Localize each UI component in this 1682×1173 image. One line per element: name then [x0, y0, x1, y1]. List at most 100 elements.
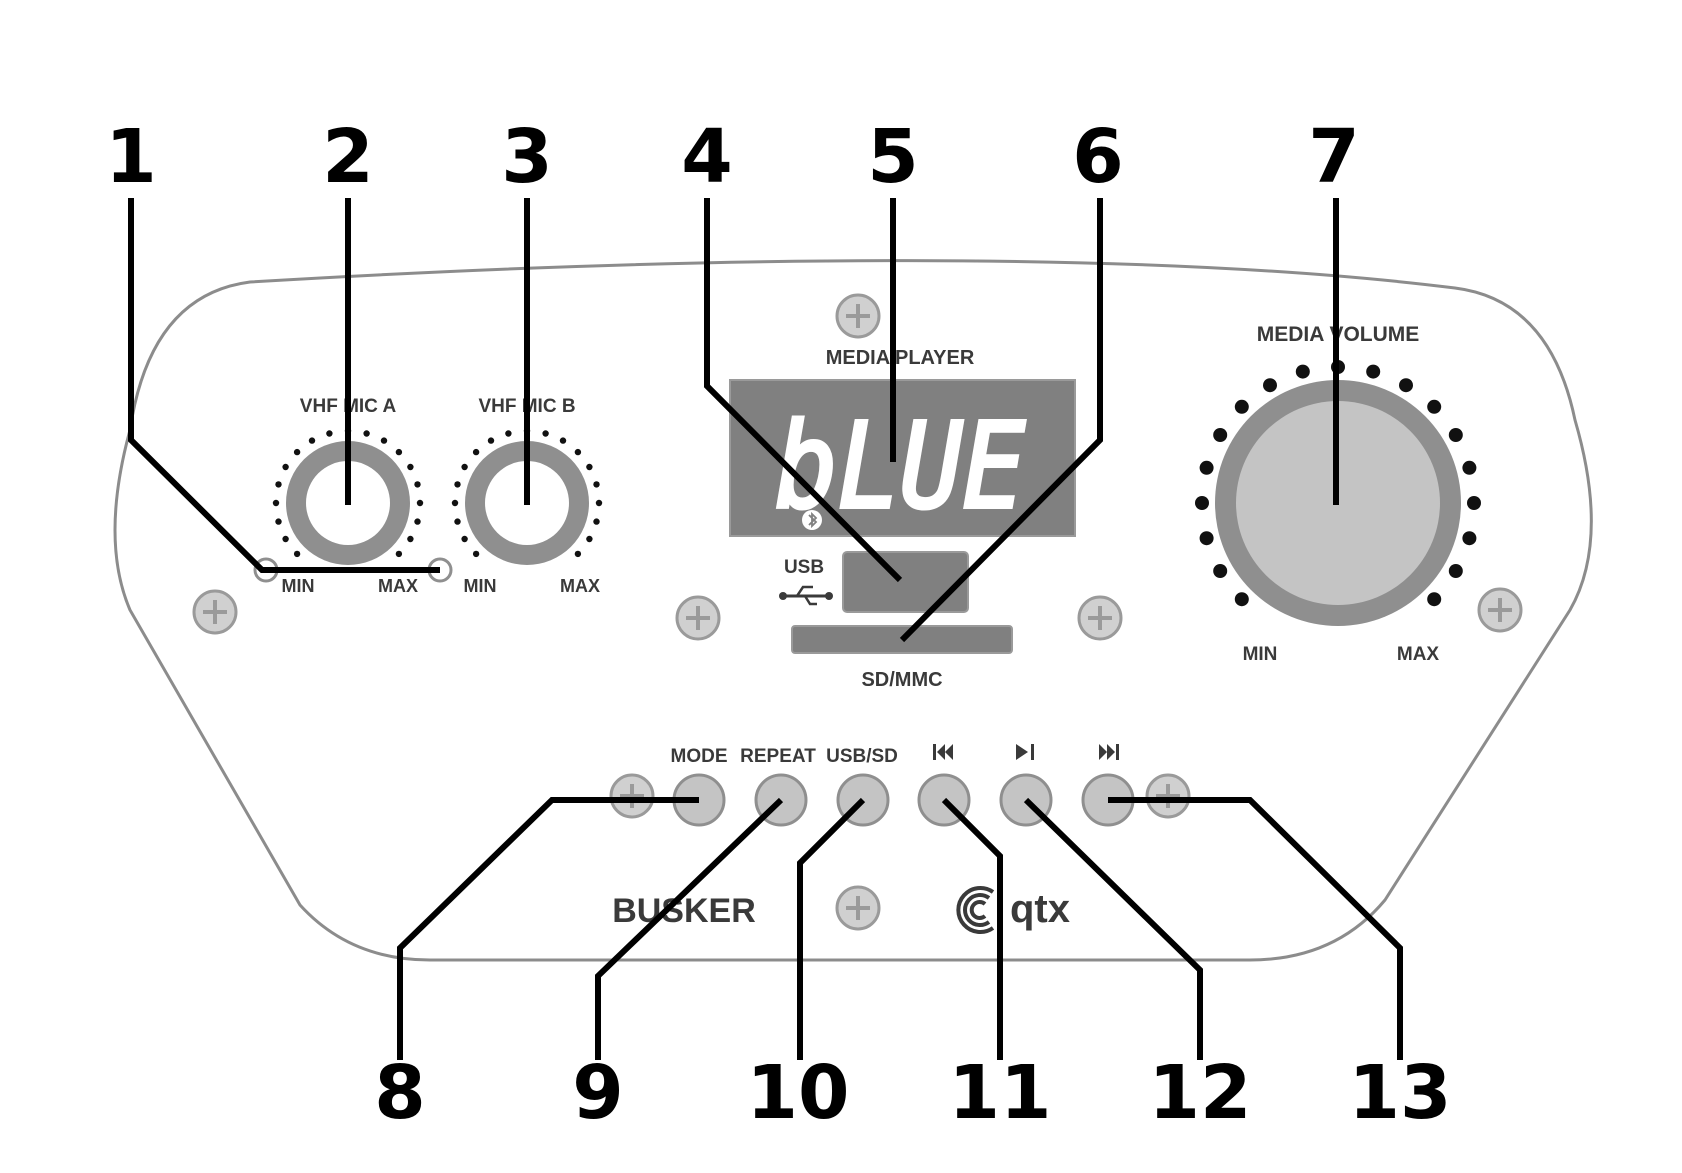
- scale-dot: [451, 499, 459, 507]
- callout-2: 2: [322, 114, 374, 200]
- scale-dot: [395, 550, 403, 558]
- usb-sd-label: USB/SD: [826, 746, 898, 767]
- mic-b-max-label: MAX: [560, 576, 600, 596]
- screw-buttons-right: [1145, 773, 1191, 819]
- scale-dot: [282, 463, 289, 471]
- leader-9: [595, 797, 784, 1060]
- callout-lines: [128, 198, 1403, 1060]
- scale-dot: [293, 448, 301, 456]
- scale-dot: [461, 463, 468, 471]
- callout-7: 7: [1308, 114, 1360, 200]
- callout-11: 11: [949, 1050, 1052, 1136]
- callout-1: 1: [105, 114, 157, 200]
- screw-top-center: [835, 293, 881, 339]
- scale-dot: [454, 481, 461, 488]
- screw-bottom-center: [835, 885, 881, 931]
- scale-dot: [1427, 399, 1442, 414]
- mic-b-min-label: MIN: [464, 576, 497, 596]
- leader-12: [1023, 797, 1203, 1060]
- scale-dot: [1427, 592, 1442, 607]
- scale-dot: [1467, 496, 1481, 510]
- skip-next-icon: [1099, 744, 1119, 760]
- scale-dot: [275, 481, 282, 488]
- scale-dot: [1295, 364, 1310, 379]
- usb-label: USB: [784, 557, 824, 578]
- usb-symbol-icon: [779, 585, 833, 606]
- scale-dot: [380, 437, 388, 444]
- leader-6: [899, 198, 1103, 643]
- media-volume-max-label: MAX: [1397, 644, 1440, 665]
- panel-outline: [113, 259, 1593, 962]
- callout-3: 3: [501, 114, 553, 200]
- scale-dot: [1199, 531, 1214, 546]
- callout-13: 13: [1349, 1050, 1452, 1136]
- scale-dot: [454, 518, 461, 525]
- mic-a-min-label: MIN: [282, 576, 315, 596]
- scale-dot: [363, 430, 370, 437]
- scale-dot: [593, 481, 600, 488]
- scale-dot: [407, 535, 414, 543]
- scale-dot: [1199, 460, 1214, 475]
- scale-dot: [472, 550, 480, 558]
- skip-previous-icon: [933, 744, 953, 760]
- leader-1: [128, 198, 440, 573]
- scale-dot: [1448, 564, 1463, 578]
- scale-dot: [326, 430, 333, 437]
- callout-5: 5: [867, 114, 919, 200]
- scale-dot: [1263, 378, 1277, 393]
- callout-4: 4: [681, 114, 733, 200]
- callout-9: 9: [572, 1050, 624, 1136]
- usb-port[interactable]: [842, 551, 969, 613]
- scale-dot: [461, 535, 468, 543]
- play-pause-icon: [1016, 744, 1034, 760]
- scale-dot: [407, 463, 414, 471]
- callout-12: 12: [1149, 1050, 1252, 1136]
- mic-a-max-label: MAX: [378, 576, 418, 596]
- scale-dot: [1213, 564, 1228, 578]
- leader-10: [797, 797, 866, 1060]
- media-volume-min-label: MIN: [1243, 644, 1278, 665]
- scale-dot: [1234, 592, 1249, 607]
- media-volume-scale-dots: [1195, 360, 1481, 607]
- scale-dot: [472, 448, 480, 456]
- scale-dot: [272, 499, 280, 507]
- callout-8: 8: [374, 1050, 426, 1136]
- scale-dot: [1399, 378, 1413, 393]
- callout-10: 10: [747, 1050, 850, 1136]
- leader-4: [704, 198, 903, 583]
- scale-dot: [282, 535, 289, 543]
- scale-dot: [487, 437, 495, 444]
- scale-dot: [586, 535, 593, 543]
- scale-dot: [542, 430, 549, 437]
- leader-11: [941, 797, 1003, 1060]
- scale-dot: [574, 448, 582, 456]
- screw-display-right: [1077, 595, 1123, 641]
- scale-dot: [505, 430, 512, 437]
- scale-dot: [1366, 364, 1381, 379]
- scale-dot: [1448, 428, 1463, 442]
- scale-dot: [559, 437, 567, 444]
- scale-dot: [395, 448, 403, 456]
- scale-dot: [1195, 496, 1209, 510]
- mode-label: MODE: [671, 746, 728, 767]
- scale-dot: [414, 481, 421, 488]
- scale-dot: [1462, 531, 1477, 546]
- scale-dot: [574, 550, 582, 558]
- screw-right: [1477, 587, 1523, 633]
- screw-buttons-left: [609, 773, 655, 819]
- scale-dot: [593, 518, 600, 525]
- repeat-label: REPEAT: [740, 746, 816, 767]
- scale-dot: [293, 550, 301, 558]
- leader-13: [1108, 797, 1403, 1060]
- mic-b-scale-dots: [451, 427, 603, 558]
- scale-dot: [595, 499, 603, 507]
- scale-dot: [275, 518, 282, 525]
- scale-dot: [414, 518, 421, 525]
- leader-8: [397, 797, 699, 1060]
- scale-dot: [586, 463, 593, 471]
- bluetooth-icon: [802, 510, 822, 530]
- scale-dot: [416, 499, 424, 507]
- mic-a-scale-dots: [272, 427, 424, 558]
